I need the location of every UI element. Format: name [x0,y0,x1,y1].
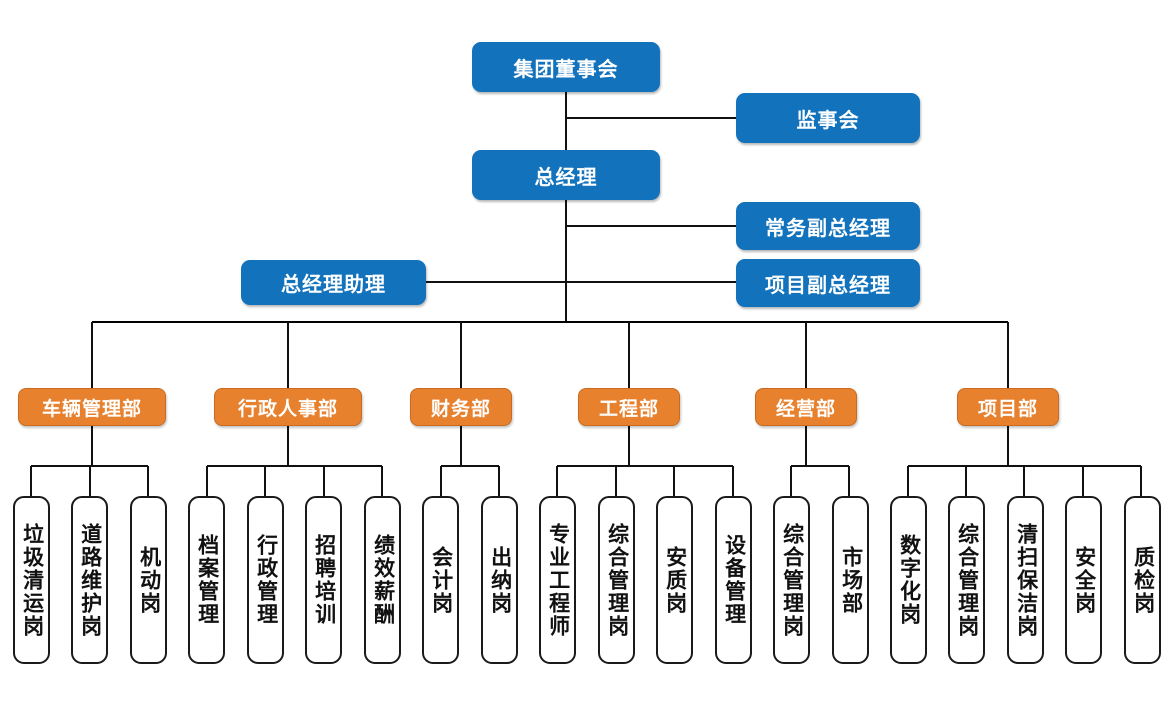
node-post-project-general-management[interactable]: 综合管理岗 [948,496,985,664]
node-post-label: 机动岗 [137,545,161,615]
node-post-label: 综合管理岗 [605,522,629,638]
node-post-label: 设备管理 [722,534,746,626]
node-department-label: 项目部 [977,398,1038,420]
node-department-label: 车辆管理部 [41,398,142,420]
node-executive-deputy-gm-label: 常务副总经理 [765,217,891,240]
node-post-operations-general-management[interactable]: 综合管理岗 [773,496,810,664]
node-department-label: 工程部 [598,398,659,420]
node-post-label: 出纳岗 [488,545,512,615]
node-post-engineering-general-management[interactable]: 综合管理岗 [598,496,635,664]
node-post-label: 综合管理岗 [955,522,979,638]
node-department-operations[interactable]: 经营部 [755,388,857,426]
node-post-accounting[interactable]: 会计岗 [422,496,459,664]
node-general-manager-label: 总经理 [534,166,598,189]
node-post-label: 会计岗 [429,545,453,615]
node-post-digitalization[interactable]: 数字化岗 [890,496,927,664]
node-supervisory-board[interactable]: 监事会 [736,93,920,143]
node-department-finance[interactable]: 财务部 [410,388,512,426]
node-post-safety[interactable]: 安全岗 [1065,496,1102,664]
node-board[interactable]: 集团董事会 [472,42,660,92]
node-gm-assistant[interactable]: 总经理助理 [241,260,426,305]
node-project-deputy-gm-label: 项目副总经理 [765,274,891,297]
node-post-label: 安全岗 [1072,545,1096,615]
node-department-vehicle-management[interactable]: 车辆管理部 [18,388,166,426]
node-post-label: 市场部 [839,545,863,615]
node-post-cashier[interactable]: 出纳岗 [481,496,518,664]
node-post-label: 质检岗 [1131,545,1155,615]
node-post-label: 安质岗 [663,545,687,615]
node-department-project[interactable]: 项目部 [957,388,1059,426]
node-post-label: 绩效薪酬 [371,534,395,626]
node-gm-assistant-label: 总经理助理 [281,274,386,296]
node-post-equipment-management[interactable]: 设备管理 [715,496,752,664]
node-department-label: 行政人事部 [237,398,338,420]
node-executive-deputy-gm[interactable]: 常务副总经理 [736,202,920,250]
node-post-quality-inspection[interactable]: 质检岗 [1124,496,1161,664]
node-post-label: 招聘培训 [312,534,336,626]
node-post-label: 清扫保洁岗 [1014,522,1038,638]
node-post-label: 数字化岗 [897,534,921,626]
node-post-utility[interactable]: 机动岗 [130,496,167,664]
node-department-label: 经营部 [775,398,836,420]
node-post-label: 行政管理 [254,534,278,626]
node-supervisory-board-label: 监事会 [796,109,860,132]
node-project-deputy-gm[interactable]: 项目副总经理 [736,259,920,307]
node-department-engineering[interactable]: 工程部 [578,388,680,426]
node-general-manager[interactable]: 总经理 [472,150,660,200]
node-post-road-maintenance[interactable]: 道路维护岗 [71,496,108,664]
node-post-performance-compensation[interactable]: 绩效薪酬 [364,496,401,664]
node-post-label: 垃圾清运岗 [20,522,44,638]
node-post-recruitment-training[interactable]: 招聘培训 [305,496,342,664]
node-post-records-management[interactable]: 档案管理 [188,496,225,664]
node-post-label: 档案管理 [195,534,219,626]
node-post-label: 道路维护岗 [78,522,102,638]
node-post-safety-quality[interactable]: 安质岗 [656,496,693,664]
node-post-professional-engineer[interactable]: 专业工程师 [539,496,576,664]
node-post-label: 综合管理岗 [780,522,804,638]
node-post-label: 专业工程师 [546,522,570,638]
node-department-admin-hr[interactable]: 行政人事部 [214,388,362,426]
node-post-administration[interactable]: 行政管理 [247,496,284,664]
node-board-label: 集团董事会 [513,58,619,81]
node-department-label: 财务部 [430,398,491,420]
node-post-cleaning[interactable]: 清扫保洁岗 [1007,496,1044,664]
node-post-marketing[interactable]: 市场部 [832,496,869,664]
node-post-waste-removal[interactable]: 垃圾清运岗 [13,496,50,664]
